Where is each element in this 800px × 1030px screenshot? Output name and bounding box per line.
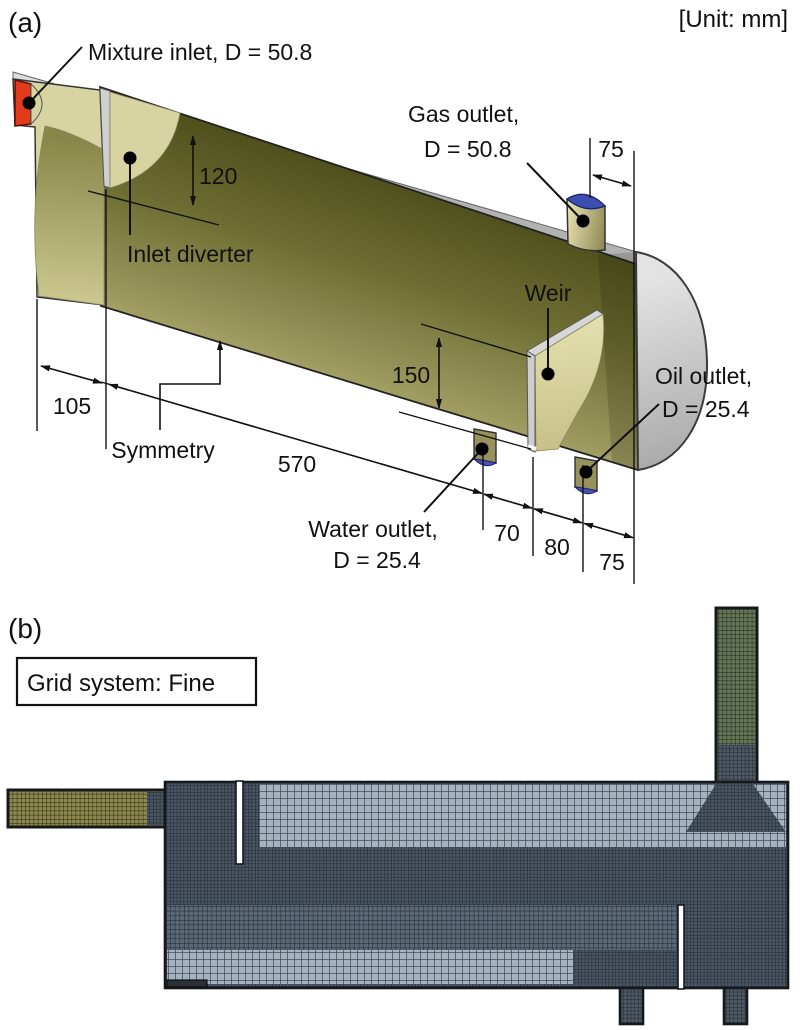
oil-outlet-label-1: Oil outlet,: [655, 363, 752, 389]
water-outlet-label-2: D = 25.4: [333, 547, 421, 573]
dim150-value: 150: [392, 362, 430, 388]
mesh-bottom-left-step: [166, 979, 208, 988]
panel-a-label: (a): [8, 7, 42, 38]
symmetry-arrow: [159, 340, 224, 430]
mesh-inlet-pipe-end: [147, 792, 165, 825]
water-outlet-leader: [423, 448, 483, 513]
mesh-mid-band: [167, 905, 677, 950]
left-end-curved-surface: [34, 125, 105, 306]
water-outlet-dot: [475, 442, 489, 456]
gas-outlet-pipe-top: [565, 193, 607, 210]
dim105-arrow: [40, 365, 103, 384]
grid-caption: Grid system: Fine: [27, 670, 215, 697]
grid-caption-box: [15, 656, 258, 707]
symmetry-label: Symmetry: [111, 437, 215, 463]
mesh-weir-slot: [677, 904, 685, 990]
dim120-ext: [87, 190, 220, 226]
weir-slot-gap: [527, 444, 537, 451]
dim120-value: 120: [199, 163, 237, 189]
dim570-value: 570: [278, 451, 316, 477]
gas-outlet-label-1: Gas outlet,: [408, 101, 519, 127]
mixture-inlet-bore: [30, 82, 43, 126]
weir-label: Weir: [525, 280, 572, 306]
gas-outlet-label-2: D = 50.8: [424, 136, 512, 162]
right-end-cap: [634, 250, 709, 472]
weir-edge: [526, 350, 536, 453]
water-outlet-label-1: Water outlet,: [308, 516, 438, 542]
dim70-arrow: [483, 493, 533, 509]
mesh-oil-pipe: [722, 984, 749, 1026]
oil-outlet-label-2: D = 25.4: [662, 396, 750, 422]
vessel-interior-shadow: [598, 252, 638, 470]
mesh-coarse-bottom-band: [167, 950, 573, 984]
gas-outlet-leader: [526, 162, 584, 222]
gas-outlet-dot: [576, 214, 590, 228]
mesh-gas-pipe-lower: [718, 745, 755, 782]
dim105-value: 105: [53, 393, 91, 419]
annotation-lines: [22, 46, 660, 584]
weir-face: [534, 313, 605, 452]
inlet-diverter-dot: [123, 151, 137, 165]
inlet-diverter-label: Inlet diverter: [127, 241, 254, 267]
dim75bottom-value: 75: [599, 549, 625, 575]
mesh-water-pipe: [618, 984, 645, 1026]
panel-a-schematic: (a) [Unit: mm] Mixture inlet, D = 50.8 G…: [8, 6, 788, 584]
mixture-inlet-label: Mixture inlet, D = 50.8: [88, 39, 312, 65]
dim80-arrow: [533, 508, 583, 524]
mesh-inlet-pipe: [6, 788, 167, 829]
dim80-value: 80: [544, 534, 570, 560]
oil-outlet-leader: [585, 403, 660, 473]
dim570-arrow: [108, 383, 483, 495]
weir-dot: [541, 367, 555, 381]
panel-b-mesh: (b) Grid system: Fine: [6, 606, 790, 1026]
oil-outlet-pipe-bottom: [573, 486, 599, 495]
mesh-inlet-diverter-slot: [235, 780, 244, 865]
mixture-inlet-leader: [28, 46, 83, 104]
dim75bottom-arrow: [583, 522, 634, 539]
mixture-inlet-dot: [22, 96, 36, 110]
unit-note: [Unit: mm]: [679, 6, 788, 33]
dim70-value: 70: [494, 520, 520, 546]
dim75top-value: 75: [598, 136, 624, 162]
mesh-gas-pipe-refinement: [686, 784, 786, 832]
panel-b-label: (b): [8, 613, 42, 644]
dim150-ext-top: [420, 323, 532, 358]
oil-outlet-dot: [579, 465, 593, 479]
dim75top-arrow: [592, 174, 632, 187]
